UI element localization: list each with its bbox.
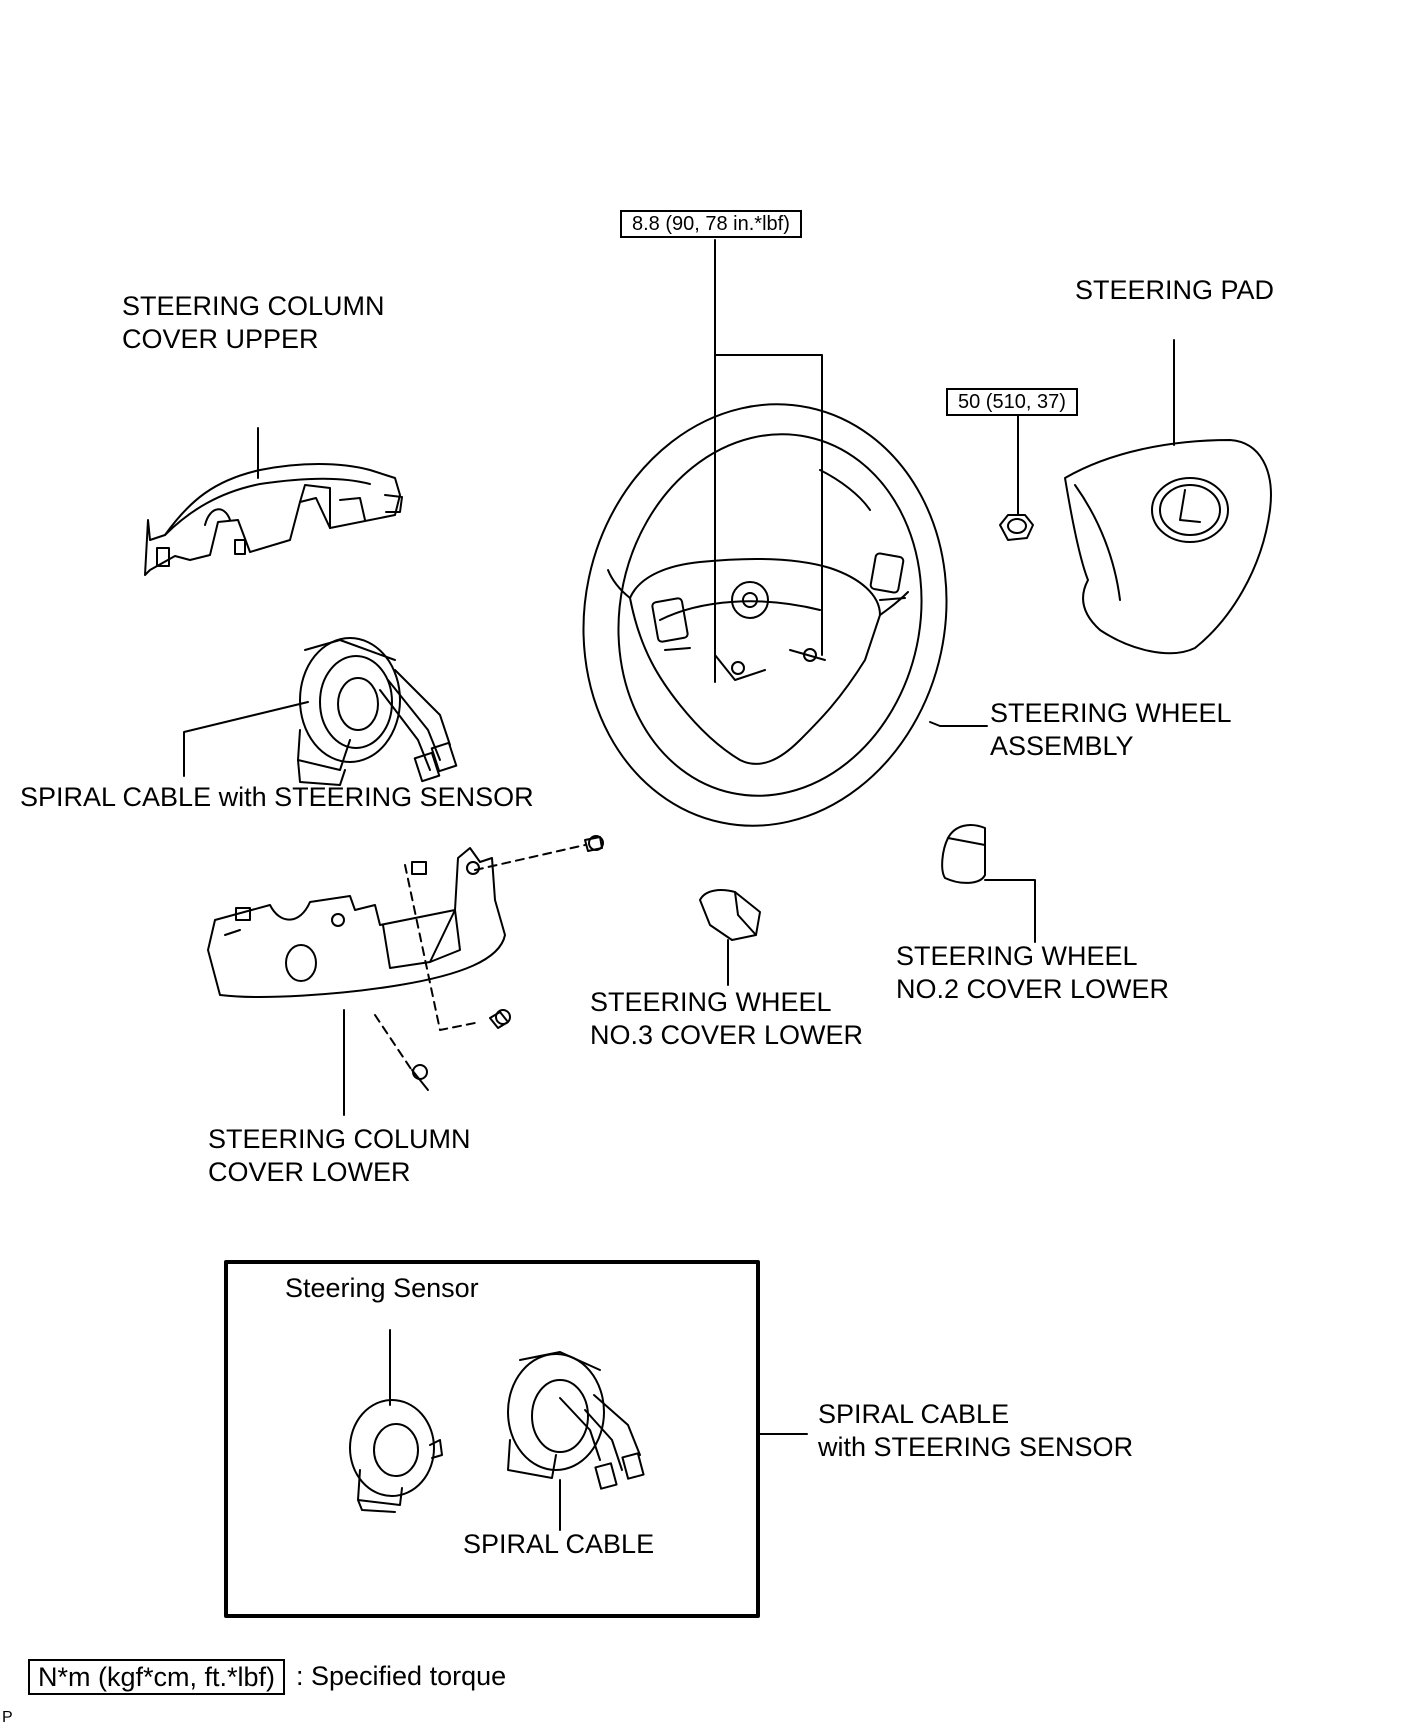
inset-callout-line1: SPIRAL CABLE [818, 1399, 1010, 1429]
label-wheel-assembly-line1: STEERING WHEEL [990, 698, 1232, 728]
leader-lines [184, 240, 1174, 1530]
label-column-cover-lower: STEERING COLUMN COVER LOWER [208, 1123, 471, 1189]
steering-column-cover-lower-part [208, 848, 505, 997]
inset-steering-sensor-part [350, 1400, 442, 1512]
label-column-cover-upper-line2: COVER UPPER [122, 324, 319, 354]
label-column-cover-lower-line2: COVER LOWER [208, 1157, 411, 1187]
label-column-cover-upper-line1: STEERING COLUMN [122, 291, 385, 321]
label-wheel-no2-cover-line2: NO.2 COVER LOWER [896, 974, 1170, 1004]
screws-and-guides [375, 836, 603, 1090]
label-wheel-no3-cover-line1: STEERING WHEEL [590, 987, 832, 1017]
steering-pad-part [1065, 440, 1271, 653]
inset-callout-spiral-cable-sensor: SPIRAL CABLE with STEERING SENSOR [818, 1398, 1133, 1464]
inset-label-steering-sensor: Steering Sensor [285, 1273, 479, 1303]
wheel-no2-cover-part [942, 825, 985, 883]
inset-callout-line2: with STEERING SENSOR [818, 1432, 1134, 1462]
label-column-cover-upper: STEERING COLUMN COVER UPPER [122, 290, 385, 356]
steering-column-cover-upper-part [145, 464, 402, 575]
inset-label-spiral-cable: SPIRAL CABLE [463, 1529, 655, 1559]
label-wheel-assembly: STEERING WHEEL ASSEMBLY [990, 697, 1232, 763]
corner-mark: P [2, 1709, 13, 1726]
label-wheel-no2-cover: STEERING WHEEL NO.2 COVER LOWER [896, 940, 1169, 1006]
steering-wheel-assembly-part [545, 370, 985, 860]
legend-unit-box: N*m (kgf*cm, ft.*lbf) [28, 1659, 286, 1695]
hub-nut-part [1000, 515, 1033, 540]
torque-box-wheel-nut: 50 (510, 37) [946, 388, 1078, 416]
label-wheel-no2-cover-line1: STEERING WHEEL [896, 941, 1138, 971]
label-spiral-cable-sensor: SPIRAL CABLE with STEERING SENSOR [20, 782, 534, 812]
torque-box-wheel-bolts: 8.8 (90, 78 in.*lbf) [620, 210, 802, 238]
wheel-no3-cover-part [700, 890, 760, 940]
inset-spiral-cable-part [508, 1352, 644, 1489]
label-wheel-no3-cover-line2: NO.3 COVER LOWER [590, 1020, 864, 1050]
inset-frame [226, 1262, 758, 1616]
legend-description: : Specified torque [296, 1661, 507, 1691]
label-wheel-assembly-line2: ASSEMBLY [990, 731, 1134, 761]
label-wheel-no3-cover: STEERING WHEEL NO.3 COVER LOWER [590, 986, 863, 1052]
label-column-cover-lower-line1: STEERING COLUMN [208, 1124, 471, 1154]
spiral-cable-sensor-part [298, 638, 456, 785]
label-steering-pad: STEERING PAD [1075, 275, 1275, 305]
